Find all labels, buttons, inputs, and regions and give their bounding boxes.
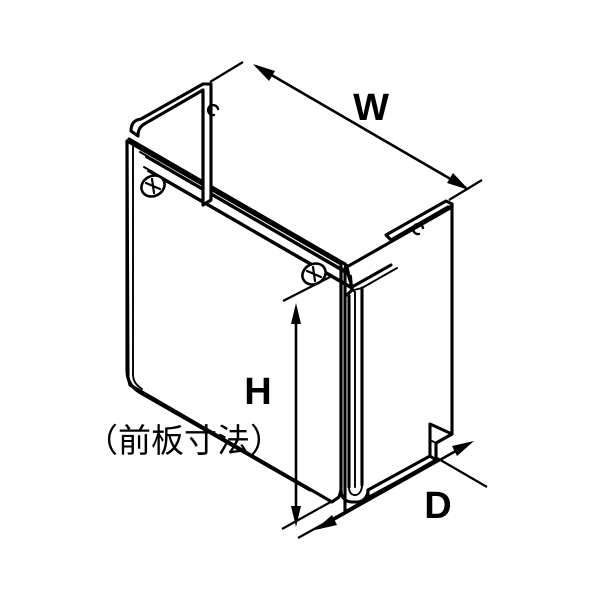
arrowhead-depth-left	[315, 515, 337, 530]
dimension-note-height: （前板寸法）	[85, 421, 283, 460]
bottom-base-flange	[428, 422, 454, 462]
left-upper-bracket	[129, 82, 220, 207]
arrowhead-width-right	[447, 173, 469, 190]
right-panel-top-edge	[350, 263, 398, 289]
dimension-label-height: H	[244, 371, 271, 413]
dimension-label-width: W	[353, 87, 389, 129]
mounting-hole-left-bracket	[206, 103, 220, 117]
arrowhead-height-top	[291, 303, 301, 324]
mounting-hole-right-bracket	[411, 222, 425, 236]
dimension-depth: D	[297, 441, 488, 539]
front-panel-bottom-edge	[366, 454, 434, 499]
arrowhead-depth-right	[452, 441, 474, 456]
right-upper-bracket	[384, 199, 454, 242]
dimension-height: H （前板寸法）	[85, 276, 337, 530]
dimension-width: W	[209, 61, 483, 201]
front-panel-left-edge	[125, 139, 312, 492]
dimension-label-depth: D	[424, 485, 451, 527]
front-right-corner-fold	[339, 262, 370, 504]
arrowhead-width-left	[253, 64, 275, 81]
arrowhead-height-bottom	[291, 506, 301, 527]
screw-upper-left	[140, 174, 166, 198]
